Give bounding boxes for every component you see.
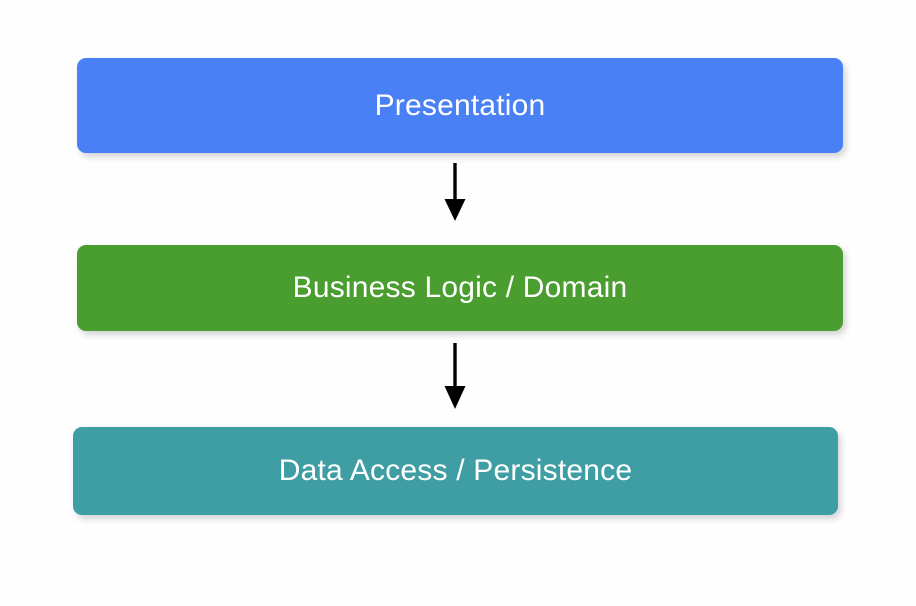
arrow-presentation-to-business-logic <box>444 163 466 221</box>
layer-box-presentation[interactable]: Presentation <box>77 58 843 153</box>
layer-label-presentation: Presentation <box>374 88 546 122</box>
arrow-business-logic-to-data-access <box>444 343 466 409</box>
layer-label-data-access: Data Access / Persistence <box>278 454 633 487</box>
layer-box-data-access[interactable]: Data Access / Persistence <box>73 427 838 515</box>
layer-box-business-logic[interactable]: Business Logic / Domain <box>77 245 843 331</box>
layer-label-business-logic: Business Logic / Domain <box>292 271 628 304</box>
